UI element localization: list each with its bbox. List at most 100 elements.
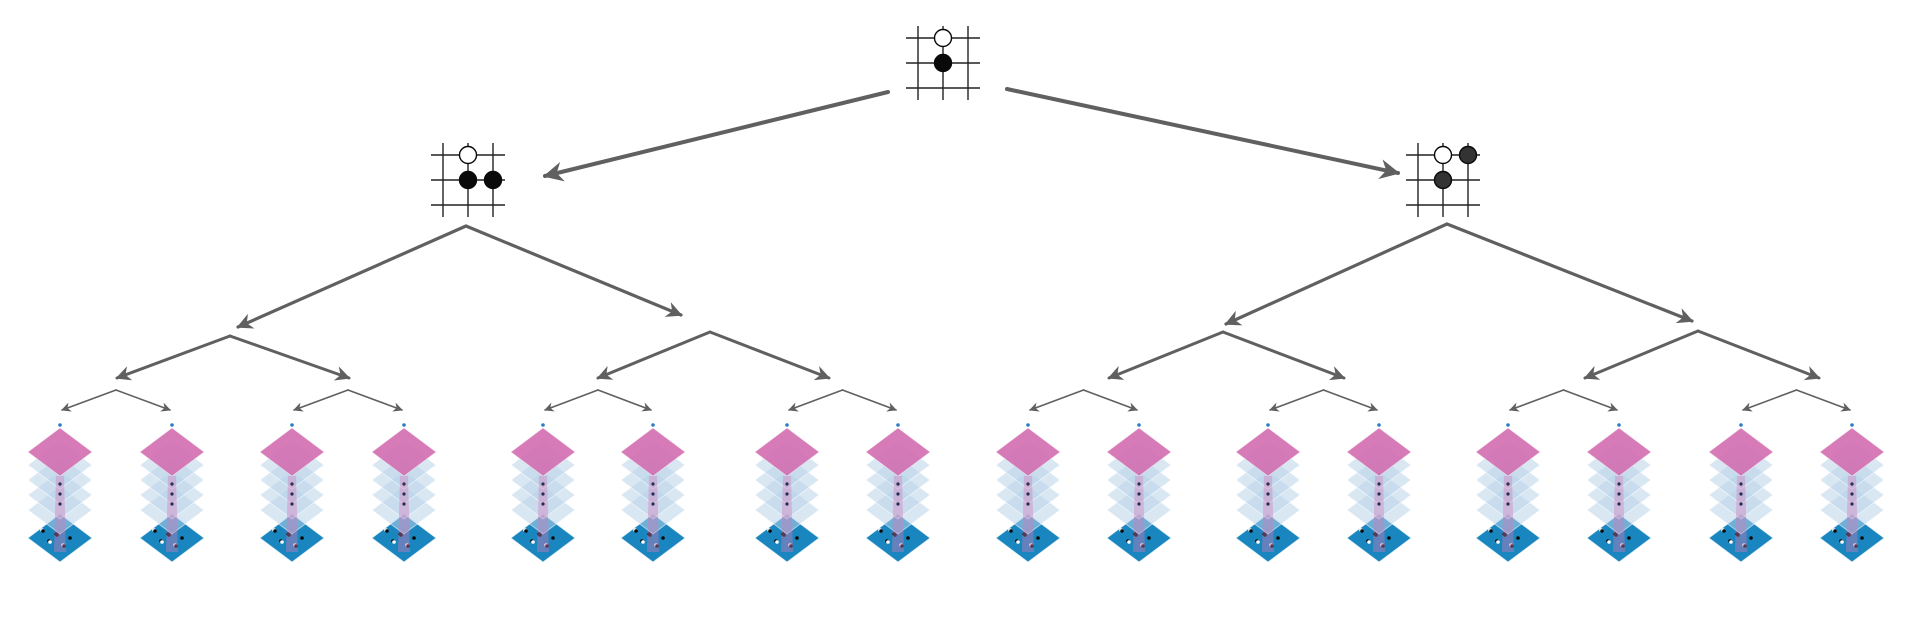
activation-beam bbox=[1735, 476, 1747, 552]
edge-l2-2-1 bbox=[1221, 330, 1346, 381]
black-stone bbox=[933, 53, 953, 73]
board-stone-dot bbox=[886, 540, 890, 544]
board-stone-dot bbox=[1141, 544, 1145, 548]
output-highlight bbox=[866, 428, 930, 476]
ellipsis-dot bbox=[1506, 482, 1510, 486]
ellipsis-dot bbox=[170, 502, 174, 506]
board-stone-dot bbox=[1489, 529, 1493, 533]
edge-l3-4-0 bbox=[1029, 389, 1085, 412]
white-stone bbox=[458, 145, 478, 165]
board-stone-dot bbox=[300, 536, 304, 540]
edge-l3-5-1 bbox=[1322, 389, 1378, 412]
board-stone-dot bbox=[1600, 529, 1604, 533]
board-stone-dot bbox=[1276, 536, 1280, 540]
ellipsis-dot bbox=[1617, 492, 1621, 496]
board-stone-dot bbox=[768, 529, 772, 533]
ellipsis-dot bbox=[1026, 482, 1030, 486]
output-highlight bbox=[140, 428, 204, 476]
left-child-board bbox=[431, 143, 505, 217]
board-stone-dot bbox=[782, 533, 786, 537]
ellipsis-dot bbox=[170, 492, 174, 496]
board-stone-dot bbox=[167, 533, 171, 537]
tip-dot bbox=[1026, 423, 1030, 427]
edge-l2-0-1 bbox=[228, 334, 351, 381]
ellipsis-dot bbox=[1026, 502, 1030, 506]
network-stack-icon bbox=[1708, 423, 1774, 563]
activation-beam bbox=[892, 476, 904, 552]
board-stone-dot bbox=[1270, 544, 1274, 548]
board-stone-dot bbox=[1016, 540, 1020, 544]
input-layer bbox=[1586, 513, 1652, 563]
board-stone-dot bbox=[1263, 533, 1267, 537]
ellipsis-dot bbox=[651, 502, 655, 506]
edge-l2-3-0 bbox=[1583, 329, 1700, 380]
output-layer bbox=[259, 427, 325, 477]
white-stone bbox=[933, 28, 953, 48]
input-layer bbox=[371, 513, 437, 563]
edge-l2-0-0 bbox=[115, 334, 232, 381]
tip-dot bbox=[1850, 423, 1854, 427]
network-stack-icon bbox=[259, 423, 325, 563]
activation-beam bbox=[1613, 476, 1625, 552]
edge-l2-3-1 bbox=[1696, 329, 1821, 381]
tip-dot bbox=[1137, 423, 1141, 427]
board-stone-dot bbox=[160, 540, 164, 544]
board-stone-dot bbox=[545, 544, 549, 548]
board-stone-dot bbox=[531, 540, 535, 544]
ellipsis-dot bbox=[1850, 502, 1854, 506]
edge-l3-7-0 bbox=[1742, 389, 1798, 412]
input-layer bbox=[1819, 513, 1885, 563]
board-stone-dot bbox=[648, 533, 652, 537]
ellipsis-dot bbox=[541, 492, 545, 496]
board-stone-dot bbox=[1607, 540, 1611, 544]
board-stone-dot bbox=[1627, 536, 1631, 540]
black-stone bbox=[483, 170, 503, 190]
board-stone-dot bbox=[55, 533, 59, 537]
ellipsis-dot bbox=[1739, 482, 1743, 486]
network-stack-icon bbox=[371, 423, 437, 563]
ellipsis-dot bbox=[651, 492, 655, 496]
black-stone bbox=[1433, 170, 1453, 190]
output-layer bbox=[371, 427, 437, 477]
board-stone-dot bbox=[795, 536, 799, 540]
board-stone-dot bbox=[775, 540, 779, 544]
activation-beam bbox=[1502, 476, 1514, 552]
output-highlight bbox=[511, 428, 575, 476]
edge-l3-0-1 bbox=[115, 389, 171, 412]
edge-l3-3-0 bbox=[788, 389, 844, 412]
board-stone-dot bbox=[1036, 536, 1040, 540]
board-stone-dot bbox=[1387, 536, 1391, 540]
board-stone-dot bbox=[1503, 533, 1507, 537]
ellipsis-dot bbox=[541, 502, 545, 506]
output-highlight bbox=[755, 428, 819, 476]
board-stone-dot bbox=[280, 540, 284, 544]
edge-l3-5-0 bbox=[1269, 389, 1325, 412]
ellipsis-dot bbox=[1617, 502, 1621, 506]
output-highlight bbox=[372, 428, 436, 476]
board-stone-dot bbox=[1127, 540, 1131, 544]
board-stone-dot bbox=[1360, 529, 1364, 533]
edge-l3-3-1 bbox=[841, 389, 897, 412]
activation-beam bbox=[1846, 476, 1858, 552]
network-stack-icon bbox=[1819, 423, 1885, 563]
activation-beam bbox=[54, 476, 66, 552]
board-stone-dot bbox=[789, 544, 793, 548]
tip-dot bbox=[1739, 423, 1743, 427]
input-layer bbox=[754, 513, 820, 563]
edge-l2-1-0 bbox=[596, 330, 712, 380]
right-child-board bbox=[1406, 143, 1480, 217]
ellipsis-dot bbox=[1266, 482, 1270, 486]
white-stone bbox=[1433, 145, 1453, 165]
network-stack-icon bbox=[510, 423, 576, 563]
ellipsis-dot bbox=[785, 482, 789, 486]
ellipsis-dot bbox=[170, 482, 174, 486]
input-layer bbox=[1346, 513, 1412, 563]
output-highlight bbox=[1476, 428, 1540, 476]
tip-dot bbox=[170, 423, 174, 427]
ellipsis-dot bbox=[896, 482, 900, 486]
board-stone-dot bbox=[1847, 533, 1851, 537]
edge-l3-1-1 bbox=[347, 389, 403, 412]
tip-dot bbox=[58, 423, 62, 427]
ellipsis-dot bbox=[1506, 492, 1510, 496]
